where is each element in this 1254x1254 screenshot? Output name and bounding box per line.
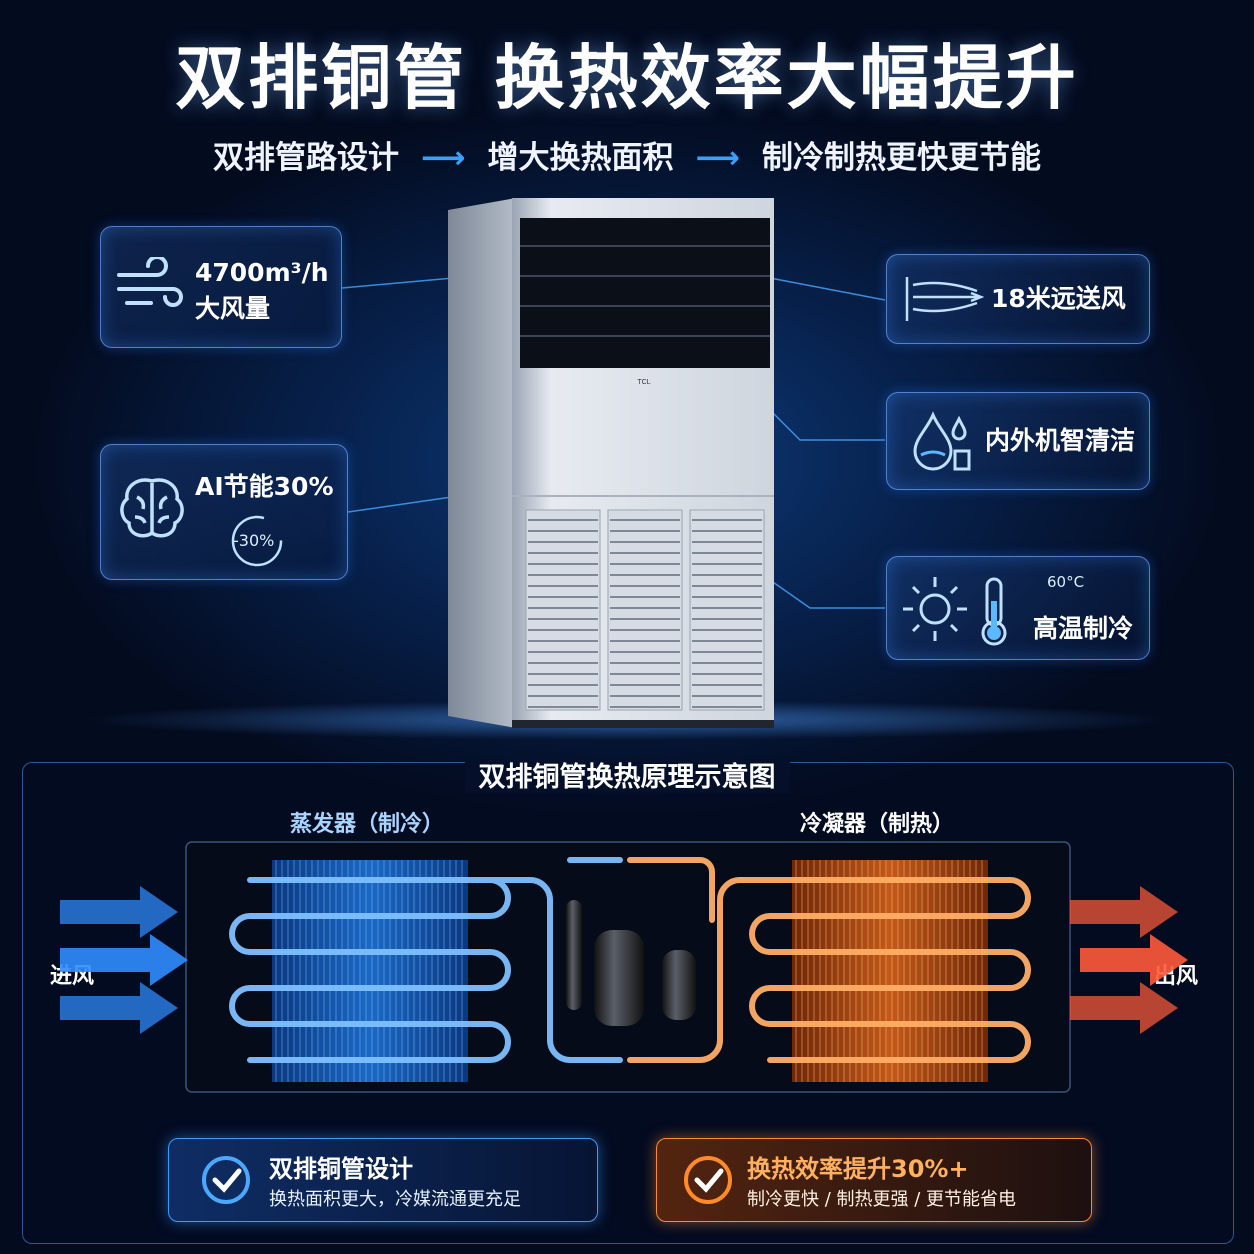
evaporator-label: 蒸发器（制冷） bbox=[290, 812, 445, 837]
condenser-fins bbox=[792, 860, 988, 1082]
feature-card-high-temp-cooling: 60°C 高温制冷 bbox=[886, 556, 1150, 660]
airflow-volume-value: 4700m³/h bbox=[195, 258, 329, 287]
compressor bbox=[566, 900, 696, 1026]
saving-gauge-icon bbox=[231, 515, 283, 567]
benefit-desc-dual-pipe: 换热面积更大，冷媒流通更充足 bbox=[269, 1189, 521, 1210]
benefit-card-dual-pipe: 双排铜管设计 换热面积更大，冷媒流通更充足 bbox=[168, 1138, 598, 1222]
feature-card-ai-saving: AI节能30% -30% bbox=[100, 444, 348, 580]
sun-thermometer-icon bbox=[903, 577, 1007, 646]
wind-icon bbox=[117, 257, 183, 307]
evaporator-pipes bbox=[229, 857, 623, 1063]
saving-badge: -30% bbox=[233, 531, 275, 550]
airflow-volume-label: 大风量 bbox=[195, 294, 271, 323]
high-temp-value: 60°C bbox=[1047, 573, 1085, 591]
self-clean-label: 内外机智清洁 bbox=[985, 426, 1136, 455]
condenser-label: 冷凝器（制热） bbox=[800, 812, 955, 837]
heat-exchange-diagram bbox=[60, 841, 1188, 1093]
benefit-title-dual-pipe: 双排铜管设计 bbox=[269, 1155, 413, 1183]
ai-saving-label: AI节能30% bbox=[195, 472, 334, 501]
feature-card-long-throw: 18米远送风 bbox=[886, 254, 1150, 344]
evaporator-fins bbox=[272, 860, 468, 1082]
condenser-pipes bbox=[627, 857, 1031, 1063]
feature-card-airflow-volume: 4700m³/h 大风量 bbox=[100, 226, 342, 348]
high-temp-cooling-label: 高温制冷 bbox=[1033, 614, 1134, 643]
inlet-arrows bbox=[60, 886, 188, 1034]
benefit-title-efficiency: 换热效率提升30%+ bbox=[747, 1155, 969, 1183]
water-drop-icon bbox=[913, 411, 971, 471]
indoor-unit-illustration: TCL bbox=[448, 198, 774, 728]
step-3: 制冷制热更快更节能 bbox=[761, 140, 1041, 176]
indoor-unit: TCL bbox=[448, 198, 774, 728]
check-circle-icon bbox=[202, 1156, 250, 1204]
subtitle-steps: 双排管路设计 ⟶ 增大换热面积 ⟶ 制冷制热更快更节能 bbox=[0, 132, 1254, 177]
arrow-icon: ⟶ bbox=[695, 140, 740, 176]
intake-grille bbox=[525, 509, 765, 711]
brain-icon bbox=[120, 478, 184, 538]
page-title: 双排铜管 换热效率大幅提升 bbox=[175, 37, 1079, 119]
benefit-card-efficiency: 换热效率提升30%+ 制冷更快 / 制热更强 / 更节能省电 bbox=[656, 1138, 1092, 1222]
brand-logo: TCL bbox=[637, 379, 650, 386]
outlet-arrows bbox=[1070, 886, 1188, 1034]
arrow-icon: ⟶ bbox=[421, 140, 466, 176]
step-1: 双排管路设计 bbox=[213, 140, 400, 176]
diagram-title: 双排铜管换热原理示意图 bbox=[0, 755, 1254, 794]
benefit-desc-efficiency: 制冷更快 / 制热更强 / 更节能省电 bbox=[747, 1189, 1017, 1210]
step-2: 增大换热面积 bbox=[487, 140, 674, 176]
airflow-icon bbox=[905, 277, 985, 321]
feature-card-self-clean: 内外机智清洁 bbox=[886, 392, 1150, 490]
check-circle-icon bbox=[684, 1156, 732, 1204]
long-throw-label: 18米远送风 bbox=[991, 284, 1126, 313]
